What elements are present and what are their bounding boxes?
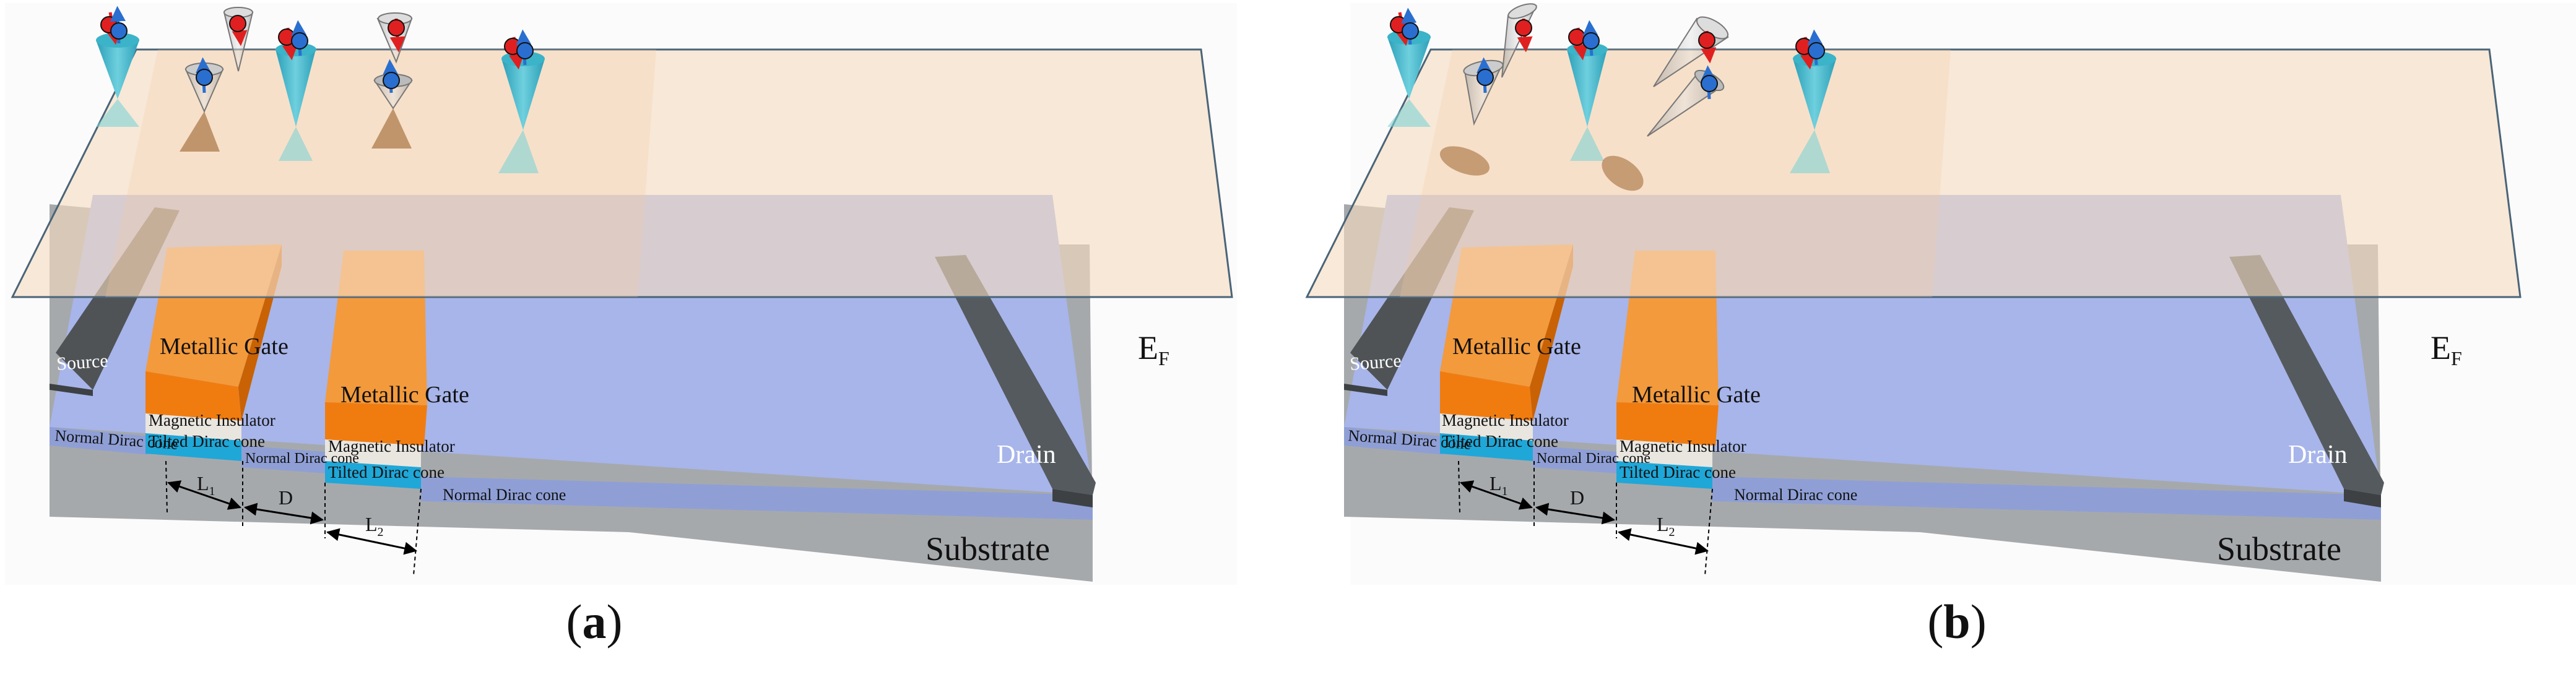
drain-electrode	[935, 255, 1096, 495]
l1-label: L1	[197, 472, 215, 498]
d-label: D	[279, 486, 293, 509]
drain-label: Drain	[2288, 441, 2348, 469]
tilted-layer-1	[1440, 433, 1533, 461]
magnetic-layer-2	[325, 439, 421, 467]
l2-label: L2	[365, 513, 384, 539]
substrate-front	[50, 446, 1093, 582]
spin-down-tilted-2	[388, 18, 405, 53]
magnetic-layer-1	[1440, 413, 1533, 441]
magnetic-2-label: Magnetic Insulator	[1620, 437, 1746, 455]
source-label: Source	[1349, 350, 1402, 374]
gate-2-label: Metallic Gate	[1632, 382, 1761, 408]
tilted-layer-2	[325, 461, 421, 489]
source-label: Source	[56, 350, 108, 374]
spin-down-tilted-1	[1515, 18, 1533, 53]
normal-band-mid	[1533, 446, 1616, 473]
magnetic-1-label: Magnetic Insulator	[149, 411, 275, 429]
l1-label: L1	[1490, 472, 1508, 498]
fermi-energy-label: EF	[1138, 329, 1169, 369]
tilted-layer-1	[145, 433, 241, 461]
gate-1-front	[145, 371, 241, 421]
tilted-1-label: Tilted Dirac cone	[149, 432, 265, 451]
magnetic-layer-1	[145, 413, 241, 441]
spin-down-tilted-2	[1698, 30, 1717, 64]
substrate-label: Substrate	[2217, 530, 2341, 567]
tilted-2-label: Tilted Dirac cone	[1620, 463, 1736, 481]
normal-right-label: Normal Dirac cone	[1734, 486, 1857, 504]
substrate-label: Substrate	[926, 530, 1050, 567]
normal-mid-label: Normal Dirac cone	[245, 451, 359, 467]
spin-up-tilted-2	[383, 59, 400, 93]
magnetic-1-label: Magnetic Insulator	[1442, 411, 1569, 429]
fermi-plane	[11, 48, 1233, 298]
spin-pair-middle	[278, 20, 308, 61]
spin-up-tilted-1	[1477, 57, 1494, 93]
caption-a: (a)	[566, 595, 623, 649]
drain-electrode	[2229, 255, 2384, 495]
normal-right-label: Normal Dirac cone	[443, 486, 566, 504]
normal-band-mid	[241, 446, 325, 473]
l2-label: L2	[1657, 513, 1675, 539]
dimension-markers	[1458, 460, 1713, 576]
tilted-layer-2	[1616, 461, 1712, 489]
gate-2-front	[325, 402, 427, 446]
normal-band-right	[421, 476, 1093, 520]
gate-1-label: Metallic Gate	[1452, 334, 1581, 360]
spin-down-tilted-1	[229, 15, 248, 46]
gate-1-front	[1440, 371, 1533, 421]
normal-band-right	[1712, 476, 2381, 520]
spin-pair-middle	[1568, 20, 1600, 61]
caption-b: (b)	[1927, 595, 1987, 649]
magnetic-layer-2	[1616, 439, 1712, 467]
spin-up-tilted-2	[1701, 65, 1718, 100]
tilted-1-label: Tilted Dirac cone	[1442, 432, 1558, 451]
spin-pair-source	[100, 6, 128, 45]
fermi-energy-label: EF	[2431, 329, 2462, 369]
drain-label: Drain	[997, 441, 1056, 469]
spin-pair-drain	[504, 29, 534, 70]
panel-a: Source Metallic Gate Metallic Gate Magne…	[5, 3, 1237, 649]
gate-2-front	[1616, 402, 1719, 446]
spin-pair-drain	[1795, 29, 1825, 70]
normal-mid-label: Normal Dirac cone	[1537, 451, 1650, 467]
device-diagram-b: Source Metallic Gate Metallic Gate Magne…	[1305, 3, 2576, 585]
fermi-plane	[1305, 48, 2522, 298]
dimension-markers	[165, 460, 422, 576]
gate-1-label: Metallic Gate	[160, 334, 288, 360]
substrate-front	[1344, 446, 2381, 582]
panel-b: Source Metallic Gate Metallic Gate Magne…	[1288, 0, 2576, 677]
spin-up-tilted-1	[196, 57, 213, 93]
gate-2-label: Metallic Gate	[340, 382, 469, 408]
device-diagram-a: Source Metallic Gate Metallic Gate Magne…	[5, 3, 1237, 585]
d-label: D	[1570, 486, 1584, 509]
magnetic-2-label: Magnetic Insulator	[328, 437, 455, 455]
tilted-2-label: Tilted Dirac cone	[328, 463, 445, 481]
spin-pair-source	[1390, 7, 1419, 46]
